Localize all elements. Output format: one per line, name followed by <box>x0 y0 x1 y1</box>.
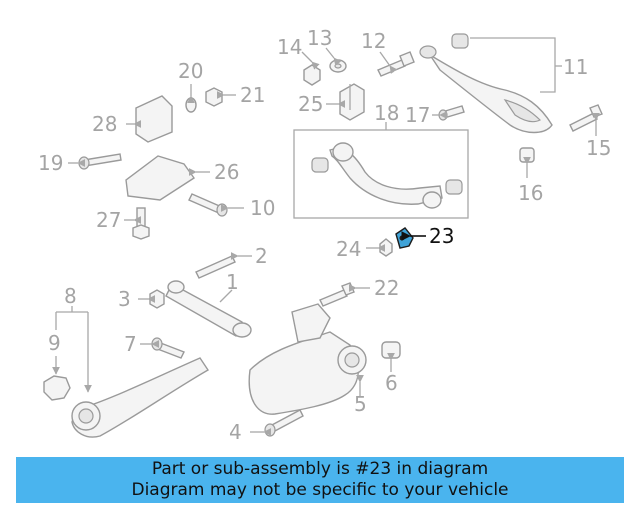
part-12-bolt[interactable] <box>377 51 415 77</box>
callout-18[interactable]: 18 <box>374 101 399 125</box>
part-9-cap[interactable] <box>43 375 71 401</box>
part-22-bolt[interactable] <box>319 282 370 307</box>
part-4-bolt[interactable] <box>250 409 304 437</box>
callout-28[interactable]: 28 <box>92 112 117 136</box>
part-24-nut[interactable] <box>366 238 393 257</box>
part-13-washer[interactable] <box>325 47 347 73</box>
part-25-bracket[interactable] <box>326 83 365 121</box>
callout-1[interactable]: 1 <box>226 270 239 294</box>
callout-5[interactable]: 5 <box>354 392 367 416</box>
part-11-trailing-arm[interactable] <box>419 33 562 134</box>
callout-10[interactable]: 10 <box>250 196 275 220</box>
callout-12[interactable]: 12 <box>361 29 386 53</box>
callout-20[interactable]: 20 <box>178 59 203 83</box>
callout-13[interactable]: 13 <box>307 26 332 50</box>
callout-2[interactable]: 2 <box>255 244 268 268</box>
part-23-highlighted[interactable] <box>395 227 426 249</box>
part-6-bushing[interactable] <box>381 341 401 372</box>
callout-22[interactable]: 22 <box>374 276 399 300</box>
part-15-bolt[interactable] <box>569 104 603 136</box>
callout-8-9-leader <box>52 306 92 393</box>
part-26-mount-bracket[interactable] <box>125 155 210 201</box>
callout-16[interactable]: 16 <box>518 181 543 205</box>
callout-11[interactable]: 11 <box>563 55 588 79</box>
part-8-trailing-arm[interactable] <box>71 357 209 438</box>
part-1-lateral-link[interactable] <box>165 280 252 338</box>
callout-3[interactable]: 3 <box>118 287 131 311</box>
callout-27[interactable]: 27 <box>96 208 121 232</box>
callout-15[interactable]: 15 <box>586 136 611 160</box>
callout-26[interactable]: 26 <box>214 160 239 184</box>
part-10-bolt[interactable] <box>188 193 244 217</box>
callout-25[interactable]: 25 <box>298 92 323 116</box>
part-20-washer[interactable] <box>185 84 197 113</box>
part-16-bushing[interactable] <box>519 147 535 178</box>
part-7-bolt[interactable] <box>140 337 185 359</box>
part-21-nut[interactable] <box>205 87 236 107</box>
part-14-nut[interactable] <box>301 51 321 86</box>
banner-line-part: Part or sub-assembly is #23 in diagram <box>151 459 489 479</box>
callout-19[interactable]: 19 <box>38 151 63 175</box>
callout-21[interactable]: 21 <box>240 83 265 107</box>
callout-24[interactable]: 24 <box>336 237 361 261</box>
part-2-bolt[interactable] <box>195 252 252 279</box>
part-18-control-arm-assembly[interactable] <box>293 122 469 219</box>
banner-line-disclaimer: Diagram may not be specific to your vehi… <box>131 480 509 500</box>
callout-14[interactable]: 14 <box>277 35 302 59</box>
part-5-knuckle[interactable] <box>248 303 367 415</box>
callout-23[interactable]: 23 <box>429 224 454 248</box>
part-28-mount[interactable] <box>126 95 173 143</box>
callout-6[interactable]: 6 <box>385 371 398 395</box>
callout-8[interactable]: 8 <box>64 284 77 308</box>
callout-9[interactable]: 9 <box>48 331 61 355</box>
callout-4[interactable]: 4 <box>229 420 242 444</box>
callout-17[interactable]: 17 <box>405 103 430 127</box>
part-17-bolt[interactable] <box>432 105 465 121</box>
callout-7[interactable]: 7 <box>124 332 137 356</box>
info-banner: Part or sub-assembly is #23 in diagram D… <box>16 457 624 503</box>
part-27-bolt[interactable] <box>124 207 150 240</box>
part-19-bolt[interactable] <box>68 153 122 170</box>
part-3-nut[interactable] <box>138 289 165 309</box>
